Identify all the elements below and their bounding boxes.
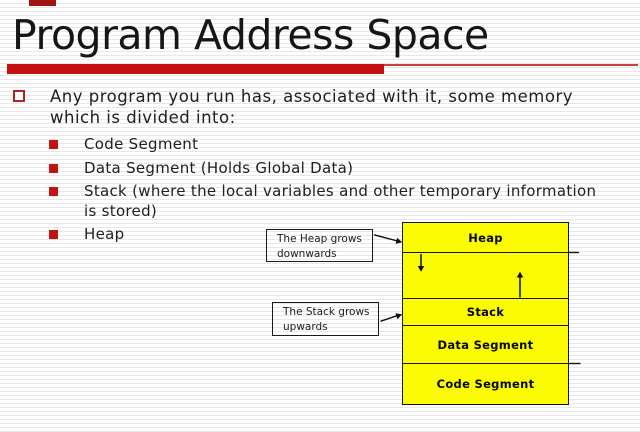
bullet-square-outline-icon — [13, 90, 25, 102]
intro-line-1: Any program you run has, associated with… — [50, 87, 573, 106]
bullet-square-icon — [49, 230, 58, 239]
segment-code: Code Segment — [403, 363, 568, 403]
title-underline-bar — [7, 64, 384, 74]
callout-stack-line-2: upwards — [283, 320, 328, 333]
segment-heap: Heap — [403, 223, 568, 252]
callout-stack-line-1: The Stack grows — [283, 306, 370, 318]
intro-paragraph: Any program you run has, associated with… — [50, 86, 573, 128]
corner-accent-mark — [29, 0, 56, 6]
segment-heap-label: Heap — [468, 230, 503, 245]
bullet-square-icon — [49, 187, 58, 196]
bullet-square-icon — [49, 140, 58, 149]
memory-diagram: Heap Stack Data Segment Code Segment — [402, 222, 569, 405]
list-item-code-segment: Code Segment — [84, 135, 199, 153]
bullet-square-icon — [49, 164, 58, 173]
list-item-stack-line-1: Stack (where the local variables and oth… — [84, 182, 597, 200]
intro-line-2: which is divided into: — [50, 108, 236, 127]
list-item-stack: Stack (where the local variables and oth… — [84, 181, 596, 221]
segment-data: Data Segment — [403, 325, 568, 363]
callout-heap-line-1: The Heap grows — [277, 233, 362, 245]
callout-stack-pointer-arrow-icon — [380, 313, 403, 322]
segment-data-label: Data Segment — [437, 337, 534, 352]
segment-stack-label: Stack — [466, 305, 505, 319]
callout-heap-line-2: downwards — [277, 247, 337, 260]
callout-heap-pointer-arrow-icon — [373, 234, 403, 244]
segment-free-space — [403, 252, 568, 298]
callout-stack-grows: The Stack grows upwards — [272, 302, 379, 336]
list-item-heap: Heap — [84, 225, 125, 243]
list-item-stack-line-2: is stored) — [84, 202, 158, 220]
segment-code-label: Code Segment — [436, 376, 535, 391]
list-item-data-segment: Data Segment (Holds Global Data) — [84, 159, 354, 177]
page-title: Program Address Space — [12, 11, 489, 59]
callout-heap-grows: The Heap grows downwards — [266, 229, 373, 262]
segment-stack: Stack — [403, 298, 568, 325]
